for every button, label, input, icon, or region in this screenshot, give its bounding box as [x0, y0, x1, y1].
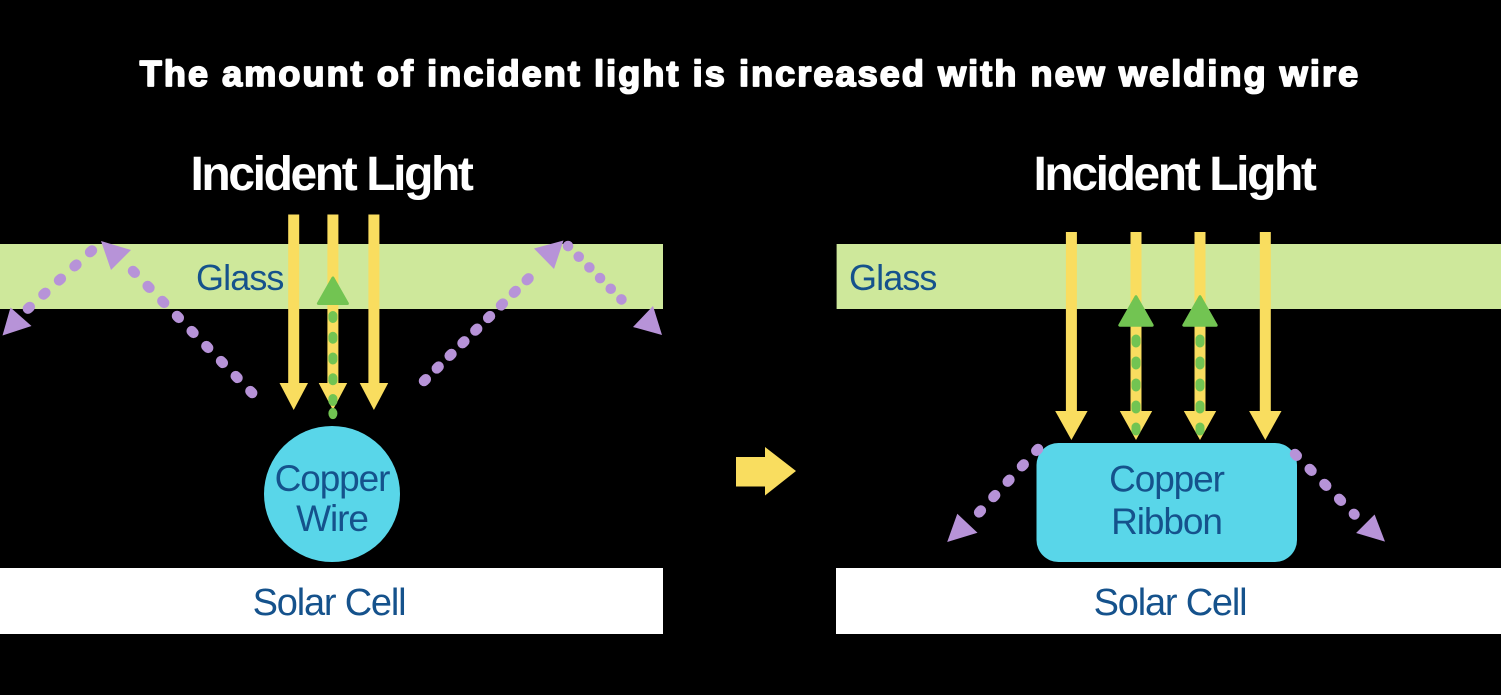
- svg-text:Incident Light: Incident Light: [1033, 148, 1316, 201]
- svg-text:Ribbon: Ribbon: [1111, 501, 1222, 542]
- svg-text:Solar Cell: Solar Cell: [1094, 582, 1247, 624]
- svg-text:Copper: Copper: [275, 458, 391, 499]
- svg-text:Glass: Glass: [196, 257, 284, 298]
- svg-text:Wire: Wire: [296, 498, 368, 539]
- svg-text:Copper: Copper: [1109, 459, 1225, 500]
- svg-text:Glass: Glass: [849, 257, 937, 298]
- svg-text:Incident Light: Incident Light: [190, 148, 473, 201]
- svg-text:The amount of incident light i: The amount of incident light is increase…: [140, 53, 1360, 94]
- svg-text:Solar Cell: Solar Cell: [253, 582, 406, 624]
